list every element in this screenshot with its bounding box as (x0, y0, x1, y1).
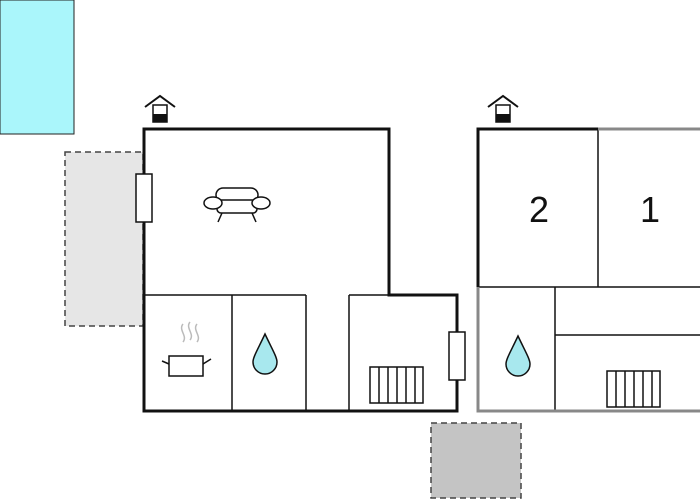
radiator-icon (606, 370, 661, 408)
terrace (64, 151, 144, 327)
building-left (135, 127, 466, 413)
window (135, 173, 153, 223)
pool (0, 0, 75, 135)
water-drop-icon (252, 332, 278, 375)
sofa-icon (203, 187, 271, 223)
house-entrance-icon (144, 94, 176, 123)
house-entrance-icon (487, 94, 519, 123)
parking-area (430, 422, 522, 499)
room-label-bedroom-1: 1 (640, 189, 660, 230)
left-building-outline (142, 127, 459, 413)
room-label-bedroom-2: 2 (529, 189, 549, 230)
window (448, 331, 466, 381)
building-right (476, 127, 700, 413)
water-drop-icon (505, 334, 531, 377)
radiator-icon (369, 366, 424, 404)
right-building-outline (476, 287, 700, 413)
cooking-pot-icon (161, 321, 212, 377)
